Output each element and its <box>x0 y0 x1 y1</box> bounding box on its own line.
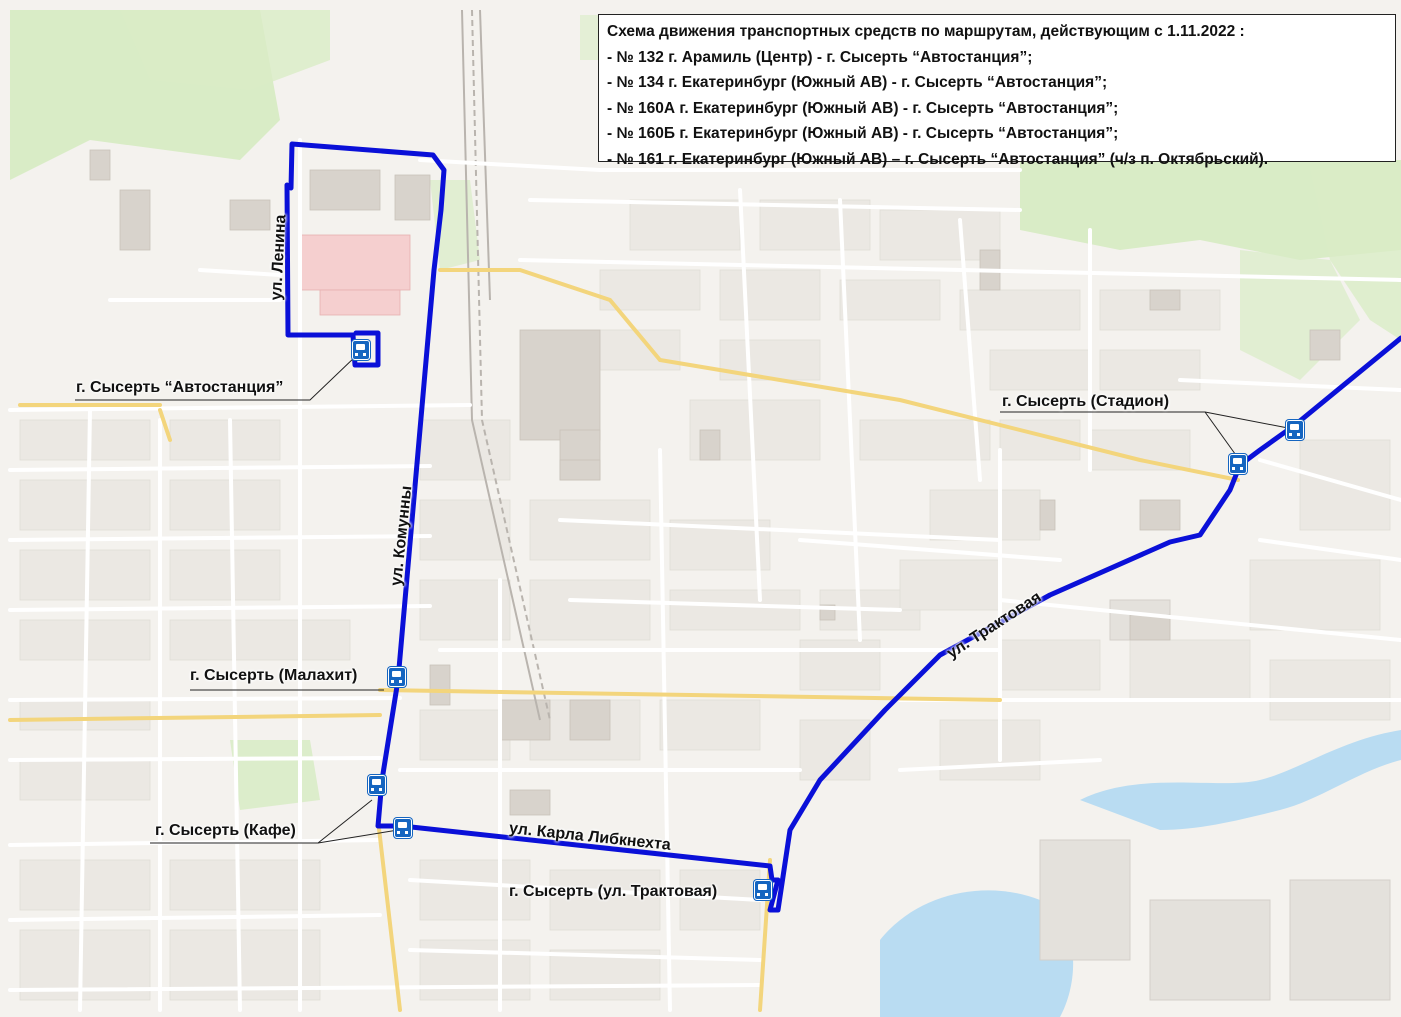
legend-route-item: - № 134 г. Екатеринбург (Южный АВ) - г. … <box>607 74 1108 91</box>
railway <box>461 9 551 721</box>
bus-stop-icon[interactable] <box>394 818 412 838</box>
legend-title: Схема движения транспортных средств по м… <box>607 23 1245 40</box>
legend-route-item: - № 160А г. Екатеринбург (Южный АВ) - г.… <box>607 99 1119 117</box>
bus-stop-icon[interactable] <box>368 775 386 795</box>
bus-stop-icon[interactable] <box>388 667 406 687</box>
hospital-complex <box>299 234 411 316</box>
stop-label-traktovaya: г. Сысерть (ул. Трактовая) <box>509 883 718 900</box>
leader-lines <box>75 355 1289 844</box>
stop-label-malakhit: г. Сысерть (Малахит) <box>190 667 358 684</box>
stop-label-avtostantsiya: г. Сысерть “Автостанция” <box>76 379 284 396</box>
bus-stop-icon[interactable] <box>352 340 370 360</box>
legend-route-item: - № 160Б г. Екатеринбург (Южный АВ) - г.… <box>607 125 1119 142</box>
city-blocks <box>19 199 1391 1001</box>
water-bodies <box>880 730 1401 1017</box>
bus-stop-icon[interactable] <box>1229 454 1247 474</box>
legend-route-item: - № 161 г. Екатеринбург (Южный АВ) – г. … <box>607 150 1269 168</box>
legend-route-item: - № 132 г. Арамиль (Центр) - г. Сысерть … <box>607 48 1033 66</box>
buildings <box>89 149 1341 816</box>
minor-roads <box>8 138 1401 1012</box>
stop-label-stadion: г. Сысерть (Стадион) <box>1002 393 1170 410</box>
bus-route-line <box>284 141 1401 913</box>
industrial-zone <box>1039 599 1391 1001</box>
stop-label-kafe: г. Сысерть (Кафе) <box>155 822 296 839</box>
route-legend-box: Схема движения транспортных средств по м… <box>598 14 1396 168</box>
bus-stop-icon[interactable] <box>754 880 772 900</box>
bus-stop-icon[interactable] <box>1286 420 1304 440</box>
